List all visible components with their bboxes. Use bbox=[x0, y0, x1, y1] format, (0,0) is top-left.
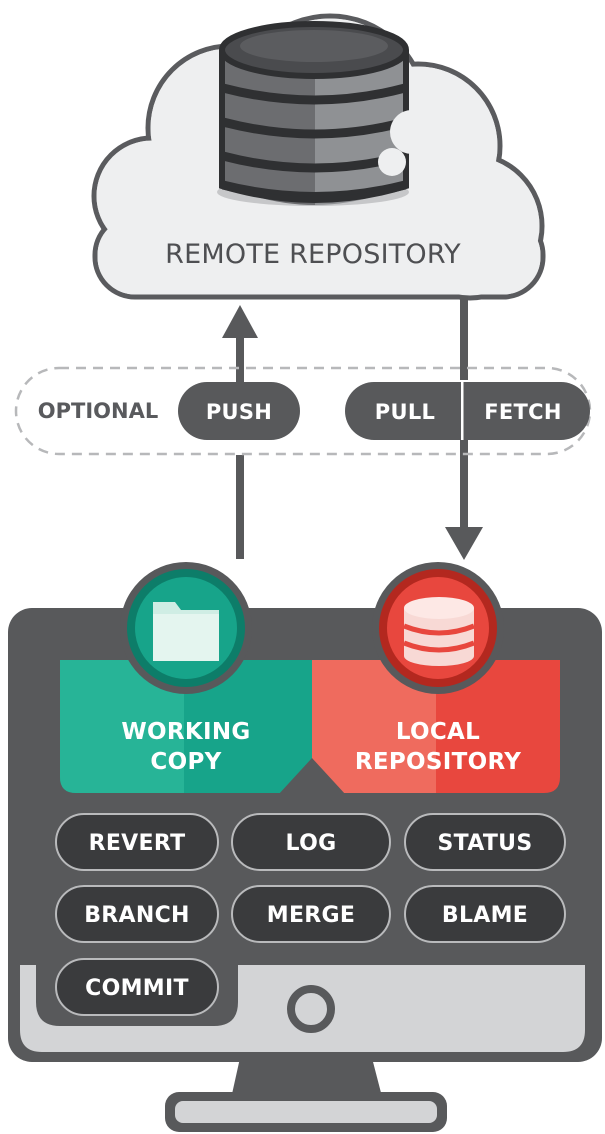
command-revert[interactable]: REVERT bbox=[55, 813, 219, 871]
local-database-icon bbox=[403, 597, 475, 666]
command-merge[interactable]: MERGE bbox=[231, 885, 391, 943]
power-button-icon bbox=[287, 985, 335, 1033]
command-blame-label: BLAME bbox=[442, 903, 528, 928]
pull-arrow bbox=[445, 296, 483, 560]
local-repository-panel: LOCAL REPOSITORY bbox=[312, 660, 560, 793]
command-commit[interactable]: COMMIT bbox=[55, 958, 219, 1016]
working-copy-line2: COPY bbox=[150, 749, 221, 775]
push-label: PUSH bbox=[206, 400, 272, 424]
command-status[interactable]: STATUS bbox=[404, 813, 566, 871]
command-log[interactable]: LOG bbox=[231, 813, 391, 871]
local-repository-db-circle bbox=[372, 562, 504, 694]
command-log-label: LOG bbox=[286, 831, 337, 856]
working-copy-panel: WORKING COPY bbox=[60, 660, 312, 793]
push-arrow bbox=[222, 305, 258, 559]
command-commit-label: COMMIT bbox=[85, 976, 189, 1001]
command-revert-label: REVERT bbox=[89, 831, 186, 856]
pull-button[interactable]: PULL bbox=[375, 400, 435, 424]
optional-band bbox=[14, 366, 592, 456]
push-button[interactable]: PUSH bbox=[178, 382, 300, 440]
command-branch-label: BRANCH bbox=[84, 903, 190, 928]
optional-label: OPTIONAL bbox=[38, 399, 158, 423]
command-status-label: STATUS bbox=[438, 831, 533, 856]
working-copy-folder-circle bbox=[120, 562, 252, 694]
folder-icon bbox=[153, 602, 219, 661]
command-merge-label: MERGE bbox=[267, 903, 355, 928]
command-branch[interactable]: BRANCH bbox=[55, 885, 219, 943]
database-icon bbox=[217, 21, 434, 206]
local-repository-line2: REPOSITORY bbox=[355, 749, 521, 775]
pull-fetch-pill bbox=[345, 382, 590, 440]
panel-notch bbox=[278, 758, 346, 795]
local-repository-line1: LOCAL bbox=[396, 719, 480, 745]
fetch-button[interactable]: FETCH bbox=[484, 400, 562, 424]
remote-repository-label: REMOTE REPOSITORY bbox=[165, 239, 461, 270]
command-blame[interactable]: BLAME bbox=[404, 885, 566, 943]
working-copy-line1: WORKING bbox=[121, 719, 250, 745]
